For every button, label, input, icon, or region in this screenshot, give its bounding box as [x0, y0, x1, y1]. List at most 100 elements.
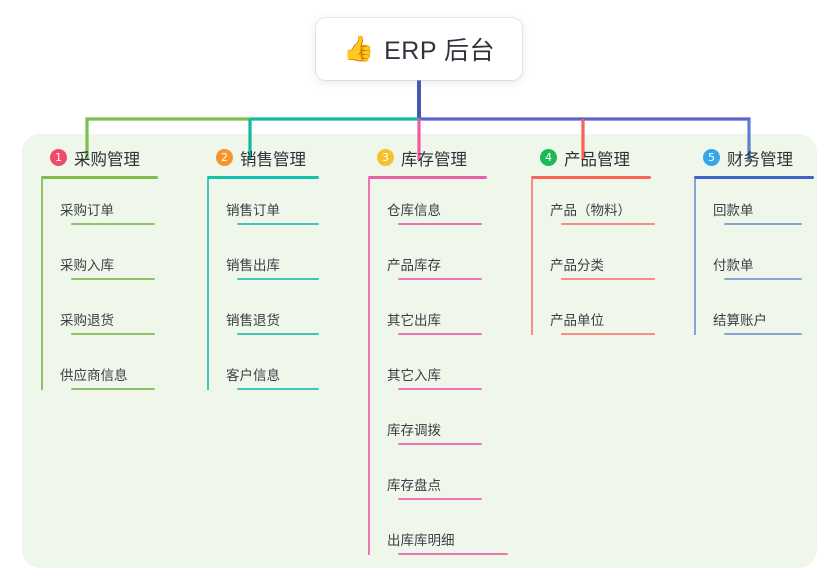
- leaf-underline: [398, 278, 482, 280]
- leaf-item[interactable]: 销售出库: [196, 225, 319, 280]
- branch-spine: [207, 179, 209, 390]
- leaf-underline: [561, 223, 655, 225]
- leaf-label: 结算账户: [713, 313, 767, 328]
- leaf-label: 回款单: [713, 203, 754, 218]
- leaf-label: 出库库明细: [387, 533, 455, 548]
- leaf-label: 其它出库: [387, 313, 441, 328]
- leaf-underline: [237, 278, 319, 280]
- leaf-item[interactable]: 客户信息: [196, 335, 319, 390]
- leaf-item[interactable]: 销售订单: [196, 179, 319, 225]
- column-3: 3 库存管理仓库信息产品库存其它出库其它入库库存调拨库存盘点出库库明细: [357, 146, 508, 555]
- leaf-item[interactable]: 库存盘点: [357, 445, 508, 500]
- column-underline: [368, 176, 487, 179]
- leaf-label: 库存盘点: [387, 478, 441, 493]
- leaf-underline: [398, 498, 482, 500]
- leaf-underline: [71, 278, 155, 280]
- leaf-item[interactable]: 销售退货: [196, 280, 319, 335]
- column-branch: 仓库信息产品库存其它出库其它入库库存调拨库存盘点出库库明细: [357, 179, 508, 555]
- leaf-underline: [724, 333, 802, 335]
- column-underline: [531, 176, 651, 179]
- leaf-item[interactable]: 产品（物料）: [520, 179, 655, 225]
- leaf-item[interactable]: 供应商信息: [30, 335, 158, 390]
- leaf-underline: [237, 333, 319, 335]
- leaf-item[interactable]: 仓库信息: [357, 179, 508, 225]
- badge-number-icon: 4: [540, 149, 557, 166]
- badge-number-icon: 2: [216, 149, 233, 166]
- branch-spine: [41, 179, 43, 390]
- branch-spine: [694, 179, 696, 335]
- column-5: 5 财务管理回款单付款单结算账户: [683, 146, 814, 335]
- leaf-label: 产品（物料）: [550, 203, 631, 218]
- branch-spine: [368, 179, 370, 555]
- column-underline: [694, 176, 814, 179]
- column-branch: 回款单付款单结算账户: [683, 179, 814, 335]
- leaf-label: 销售退货: [226, 313, 280, 328]
- leaf-underline: [398, 388, 482, 390]
- column-header-5[interactable]: 5 财务管理: [683, 146, 814, 169]
- leaf-underline: [237, 388, 319, 390]
- badge-number-icon: 5: [703, 149, 720, 166]
- column-1: 1 采购管理采购订单采购入库采购退货供应商信息: [30, 146, 158, 390]
- column-branch: 采购订单采购入库采购退货供应商信息: [30, 179, 158, 390]
- leaf-item[interactable]: 其它出库: [357, 280, 508, 335]
- root-node[interactable]: 👍 ERP 后台: [316, 18, 522, 80]
- leaf-item[interactable]: 采购退货: [30, 280, 158, 335]
- leaf-underline: [71, 223, 155, 225]
- leaf-label: 产品分类: [550, 258, 604, 273]
- badge-number-icon: 1: [50, 149, 67, 166]
- leaf-item[interactable]: 结算账户: [683, 280, 814, 335]
- leaf-item[interactable]: 采购订单: [30, 179, 158, 225]
- leaf-item[interactable]: 采购入库: [30, 225, 158, 280]
- leaf-label: 采购入库: [60, 258, 114, 273]
- leaf-label: 产品单位: [550, 313, 604, 328]
- leaf-underline: [724, 223, 802, 225]
- leaf-label: 销售出库: [226, 258, 280, 273]
- leaf-label: 仓库信息: [387, 203, 441, 218]
- leaf-underline: [71, 333, 155, 335]
- column-branch: 销售订单销售出库销售退货客户信息: [196, 179, 319, 390]
- leaf-label: 库存调拨: [387, 423, 441, 438]
- column-underline: [207, 176, 319, 179]
- leaf-underline: [237, 223, 319, 225]
- leaf-item[interactable]: 库存调拨: [357, 390, 508, 445]
- leaf-underline: [71, 388, 155, 390]
- thumbs-up-icon: 👍: [342, 34, 375, 63]
- leaf-item[interactable]: 产品分类: [520, 225, 655, 280]
- column-title: 库存管理: [401, 150, 467, 169]
- column-title: 采购管理: [74, 150, 140, 169]
- leaf-underline: [398, 223, 482, 225]
- column-branch: 产品（物料） 产品分类产品单位: [520, 179, 655, 335]
- leaf-underline: [398, 443, 482, 445]
- column-title: 财务管理: [727, 150, 793, 169]
- leaf-underline: [561, 333, 655, 335]
- leaf-item[interactable]: 其它入库: [357, 335, 508, 390]
- leaf-label: 客户信息: [226, 368, 280, 383]
- diagram-panel: [22, 134, 817, 568]
- leaf-item[interactable]: 出库库明细: [357, 500, 508, 555]
- column-2: 2 销售管理销售订单销售出库销售退货客户信息: [196, 146, 319, 390]
- column-header-2[interactable]: 2 销售管理: [196, 146, 319, 169]
- leaf-item[interactable]: 付款单: [683, 225, 814, 280]
- badge-number-icon: 3: [377, 149, 394, 166]
- leaf-item[interactable]: 回款单: [683, 179, 814, 225]
- leaf-label: 采购退货: [60, 313, 114, 328]
- leaf-item[interactable]: 产品单位: [520, 280, 655, 335]
- leaf-underline: [398, 553, 508, 555]
- leaf-label: 付款单: [713, 258, 754, 273]
- root-title: ERP 后台: [384, 37, 496, 65]
- column-header-3[interactable]: 3 库存管理: [357, 146, 508, 169]
- column-title: 销售管理: [240, 150, 306, 169]
- leaf-label: 其它入库: [387, 368, 441, 383]
- column-underline: [41, 176, 158, 179]
- leaf-label: 销售订单: [226, 203, 280, 218]
- leaf-label: 供应商信息: [60, 368, 128, 383]
- leaf-label: 产品库存: [387, 258, 441, 273]
- leaf-underline: [561, 278, 655, 280]
- leaf-underline: [398, 333, 482, 335]
- leaf-underline: [724, 278, 802, 280]
- column-header-1[interactable]: 1 采购管理: [30, 146, 158, 169]
- leaf-item[interactable]: 产品库存: [357, 225, 508, 280]
